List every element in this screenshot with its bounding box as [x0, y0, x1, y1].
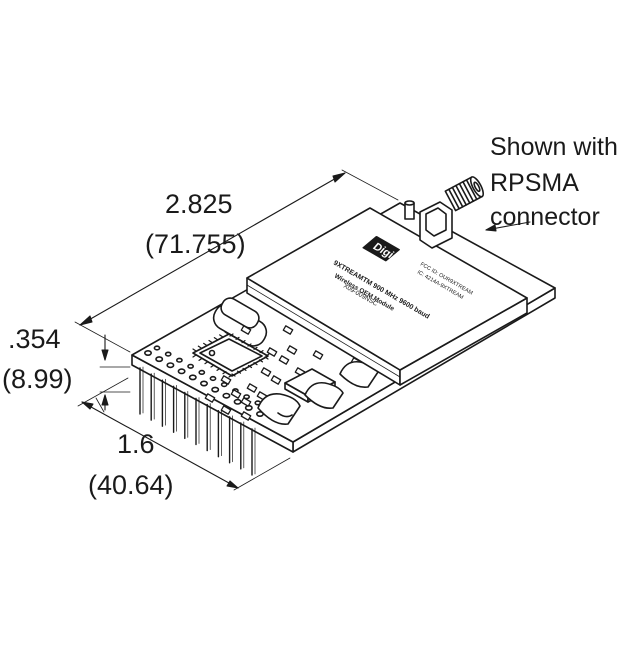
width-mm-label: (40.64) — [88, 470, 174, 500]
edge-pad — [144, 349, 153, 356]
header-pins — [139, 366, 256, 476]
passive-components — [204, 325, 362, 421]
edge-pad — [188, 374, 197, 381]
transistor-packages — [257, 360, 379, 425]
passive-component — [230, 389, 242, 399]
length-inches-label: 2.825 — [165, 189, 233, 219]
passive-component — [240, 411, 252, 421]
callout-line3: connector — [490, 203, 600, 231]
passive-component — [220, 375, 232, 385]
digi-logo: Digi — [362, 236, 400, 262]
passive-component — [278, 355, 290, 365]
edge-pad — [222, 392, 231, 399]
passive-component — [240, 325, 252, 335]
edge-pad — [211, 386, 220, 393]
passive-component — [220, 405, 232, 415]
height-mm-label: (8.99) — [2, 364, 73, 394]
length-mm-label: (71.755) — [145, 229, 246, 259]
rpsma-connector — [404, 176, 485, 249]
passive-component — [282, 325, 294, 335]
passive-component — [204, 393, 216, 403]
edge-pad — [177, 368, 186, 375]
microcontroller-chip — [192, 331, 270, 378]
passive-component — [286, 345, 298, 355]
edge-pad — [233, 398, 242, 405]
edge-pad — [200, 380, 209, 387]
width-inches-label: 1.6 — [117, 429, 155, 459]
passive-component — [246, 383, 258, 393]
passive-component — [270, 375, 282, 385]
edge-pad — [155, 356, 164, 363]
dimension-lines — [74, 169, 531, 491]
board-components — [144, 297, 379, 425]
passive-component — [266, 347, 278, 357]
passive-component — [260, 367, 272, 377]
passive-component — [240, 397, 252, 407]
passive-component — [312, 350, 324, 360]
callout-line2: RPSMA — [490, 169, 579, 197]
height-inches-label: .354 — [8, 324, 61, 354]
edge-pad — [166, 362, 175, 369]
rf-shield: Digi — [246, 207, 528, 386]
callout-line1: Shown with — [490, 133, 618, 161]
